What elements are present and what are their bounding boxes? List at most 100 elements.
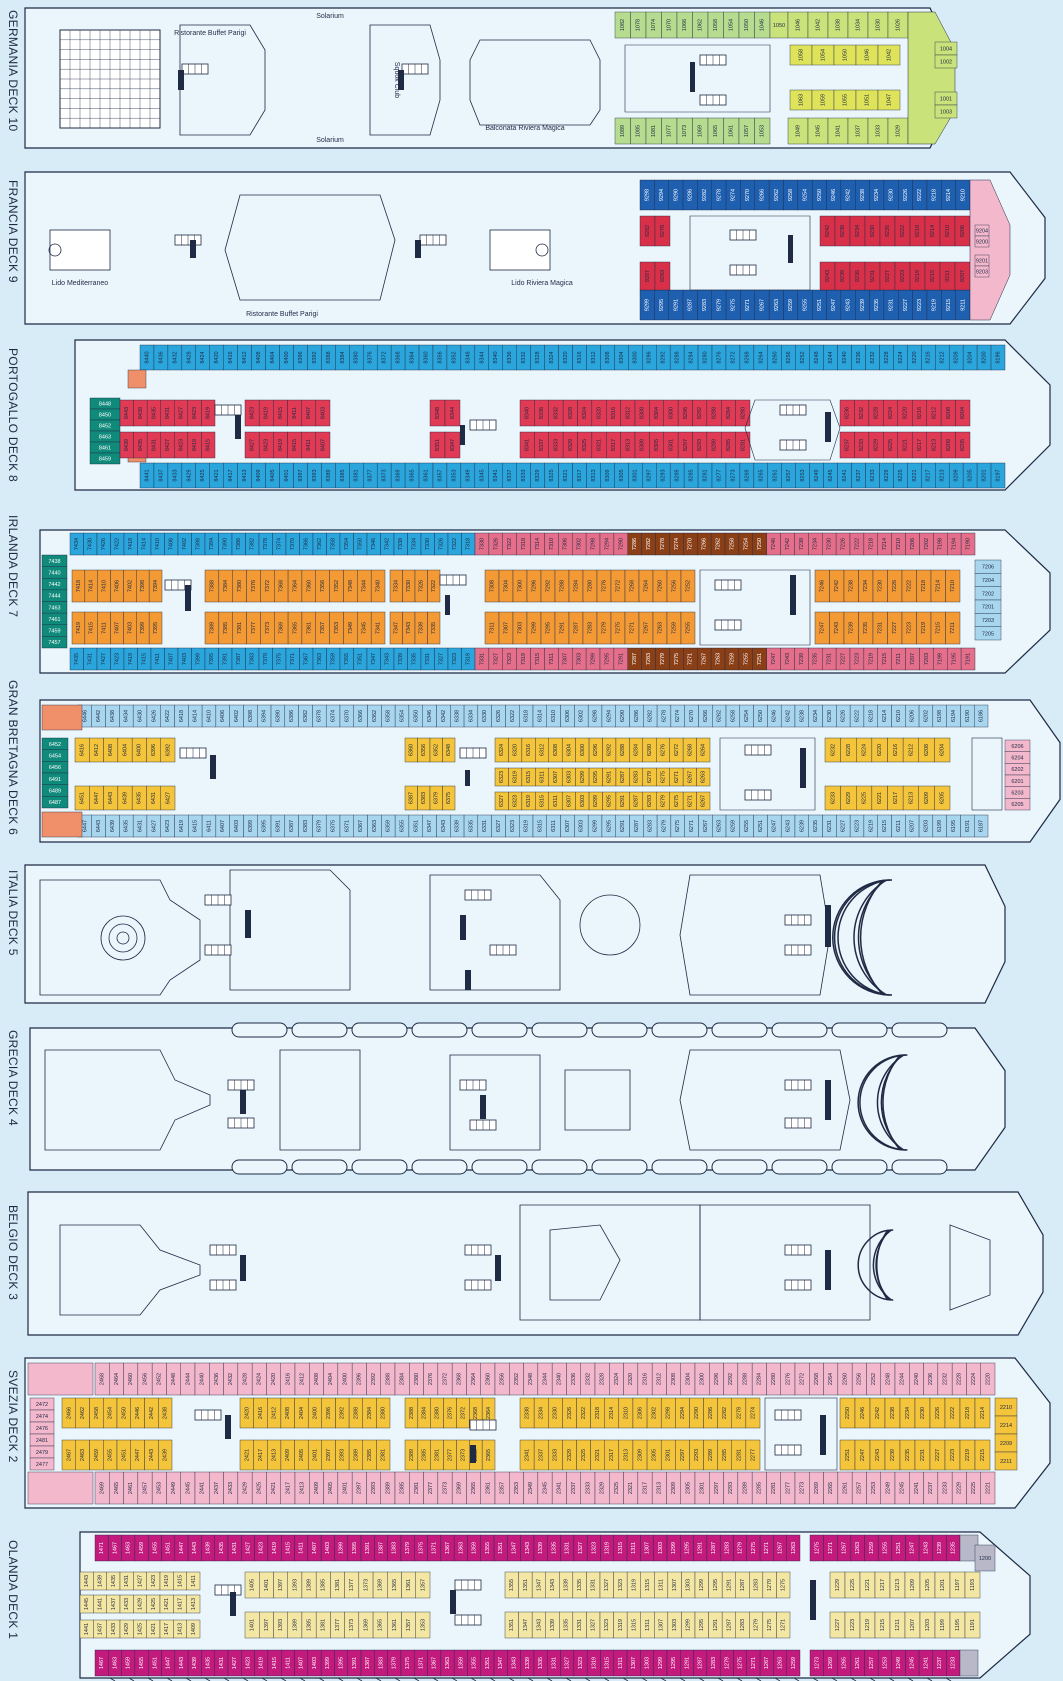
cabin[interactable] (315, 399, 331, 427)
cabin-number: 8316 (611, 407, 617, 419)
lifeboat[interactable] (411, 1159, 468, 1175)
cabin[interactable] (735, 399, 751, 427)
cabin[interactable] (315, 431, 331, 459)
cabin-number: 7247 (771, 653, 777, 665)
cabin-number: 1070 (667, 19, 673, 31)
lifeboat[interactable] (531, 1022, 588, 1038)
cabin-number: 8253 (800, 469, 806, 481)
cabin[interactable] (990, 344, 1006, 371)
cabin-number: 6282 (648, 710, 654, 722)
cabin-number: 1423 (259, 1542, 265, 1554)
cabin-number: 6271 (689, 820, 695, 832)
cabin-number: 7202 (924, 538, 930, 550)
cabin-number: 1331 (551, 1657, 557, 1669)
cabin-number: 8321 (597, 439, 603, 451)
cabin-number: 7230 (878, 580, 884, 592)
cabin-number: 2317 (609, 1449, 615, 1461)
cabin-number: 6358 (386, 710, 392, 722)
lifeboat[interactable] (831, 1022, 888, 1038)
lifeboat[interactable] (471, 1022, 528, 1038)
cabin-number: 6327 (496, 820, 502, 832)
cabin-number: 8256 (786, 351, 792, 363)
cabin[interactable] (754, 117, 771, 145)
cabin-number: 8448 (99, 402, 111, 408)
lifeboat[interactable] (351, 1159, 408, 1175)
lifeboat[interactable] (891, 1159, 948, 1175)
lifeboat[interactable] (711, 1022, 768, 1038)
cabin-number: 7350 (358, 538, 364, 550)
cabin-number: 8217 (917, 439, 923, 451)
cabin-number: 2231 (920, 1449, 926, 1461)
cabin-number: 2219 (965, 1449, 971, 1461)
lifeboat[interactable] (231, 1022, 288, 1038)
cabin-number: 7202 (982, 591, 994, 597)
cabin-number: 1267 (842, 1542, 848, 1554)
cabin-number: 1387 (365, 1657, 371, 1669)
cabin-number: 6451 (80, 792, 86, 804)
cabin-number: 1046 (760, 19, 766, 31)
lifeboat[interactable] (891, 1022, 948, 1038)
cabin[interactable] (877, 89, 901, 111)
cabin-number: 1347 (498, 1657, 504, 1669)
lifeboat[interactable] (291, 1159, 348, 1175)
cabin[interactable] (89, 452, 121, 465)
cabin-number: 1455 (139, 1657, 145, 1669)
cabin[interactable] (974, 265, 990, 278)
cabin-number: 9201 (976, 259, 988, 265)
lifeboat[interactable] (231, 1159, 288, 1175)
cabin-number: 8415 (206, 439, 212, 451)
cabin-number: 1303 (672, 1619, 678, 1631)
cabin[interactable] (955, 431, 971, 459)
cabin-number: 6318 (524, 710, 530, 722)
cabin-number: 1081 (651, 125, 657, 137)
elevator-shaft (465, 970, 471, 990)
cabin-number: 2392 (371, 1373, 377, 1385)
lifeboat[interactable] (591, 1022, 648, 1038)
cabin-number: 6487 (49, 800, 61, 806)
cabin[interactable] (654, 215, 671, 247)
cabin[interactable] (877, 44, 901, 66)
cabin-number: 7235 (863, 622, 869, 634)
cabin-number: 6243 (786, 820, 792, 832)
lifeboat[interactable] (591, 1159, 648, 1175)
cabin[interactable] (654, 261, 671, 291)
cabin-number: 7203 (982, 618, 994, 624)
lifeboat[interactable] (651, 1159, 708, 1175)
cabin-number: 8427 (165, 439, 171, 451)
cabin[interactable] (444, 399, 461, 427)
cabin[interactable] (201, 431, 216, 459)
deck-label-6: GRAN BRETAGNA DECK 6 (6, 680, 20, 836)
cabin-number: 7426 (101, 538, 107, 550)
cabin-number: 1445 (84, 1598, 90, 1610)
elevator-shaft (210, 755, 216, 779)
cabin-number: 1413 (191, 1598, 197, 1610)
cabin-number: 7242 (834, 580, 840, 592)
cabin[interactable] (955, 399, 971, 427)
cabin-number: 1245 (910, 1657, 916, 1669)
lifeboat[interactable] (831, 1159, 888, 1175)
cabin-number: 1237 (937, 1657, 943, 1669)
deck-label-10: GERMANIA DECK 10 (6, 10, 20, 132)
cabin-number: 6303 (580, 795, 586, 807)
lifeboat[interactable] (771, 1159, 828, 1175)
cabin[interactable] (934, 54, 958, 69)
lifeboat[interactable] (291, 1022, 348, 1038)
cabin-number: 2373 (460, 1449, 466, 1461)
lifeboat[interactable] (771, 1022, 828, 1038)
lifeboat[interactable] (351, 1022, 408, 1038)
deck-label-7: IRLANDA DECK 7 (6, 515, 20, 618)
cabin[interactable] (960, 532, 976, 556)
cabin-number: 7365 (292, 622, 298, 634)
cabin[interactable] (990, 462, 1006, 489)
cabin-number: 8361 (423, 469, 429, 481)
cabin-number: 9222 (900, 225, 906, 237)
lifeboat[interactable] (651, 1022, 708, 1038)
lifeboat[interactable] (411, 1022, 468, 1038)
cabin[interactable] (934, 104, 958, 119)
lifeboat[interactable] (531, 1159, 588, 1175)
cabin-number: 6202 (923, 710, 929, 722)
deck-label-4: GRECIA DECK 4 (6, 1030, 20, 1126)
lifeboat[interactable] (471, 1159, 528, 1175)
cabin[interactable] (974, 235, 990, 248)
lifeboat[interactable] (711, 1159, 768, 1175)
